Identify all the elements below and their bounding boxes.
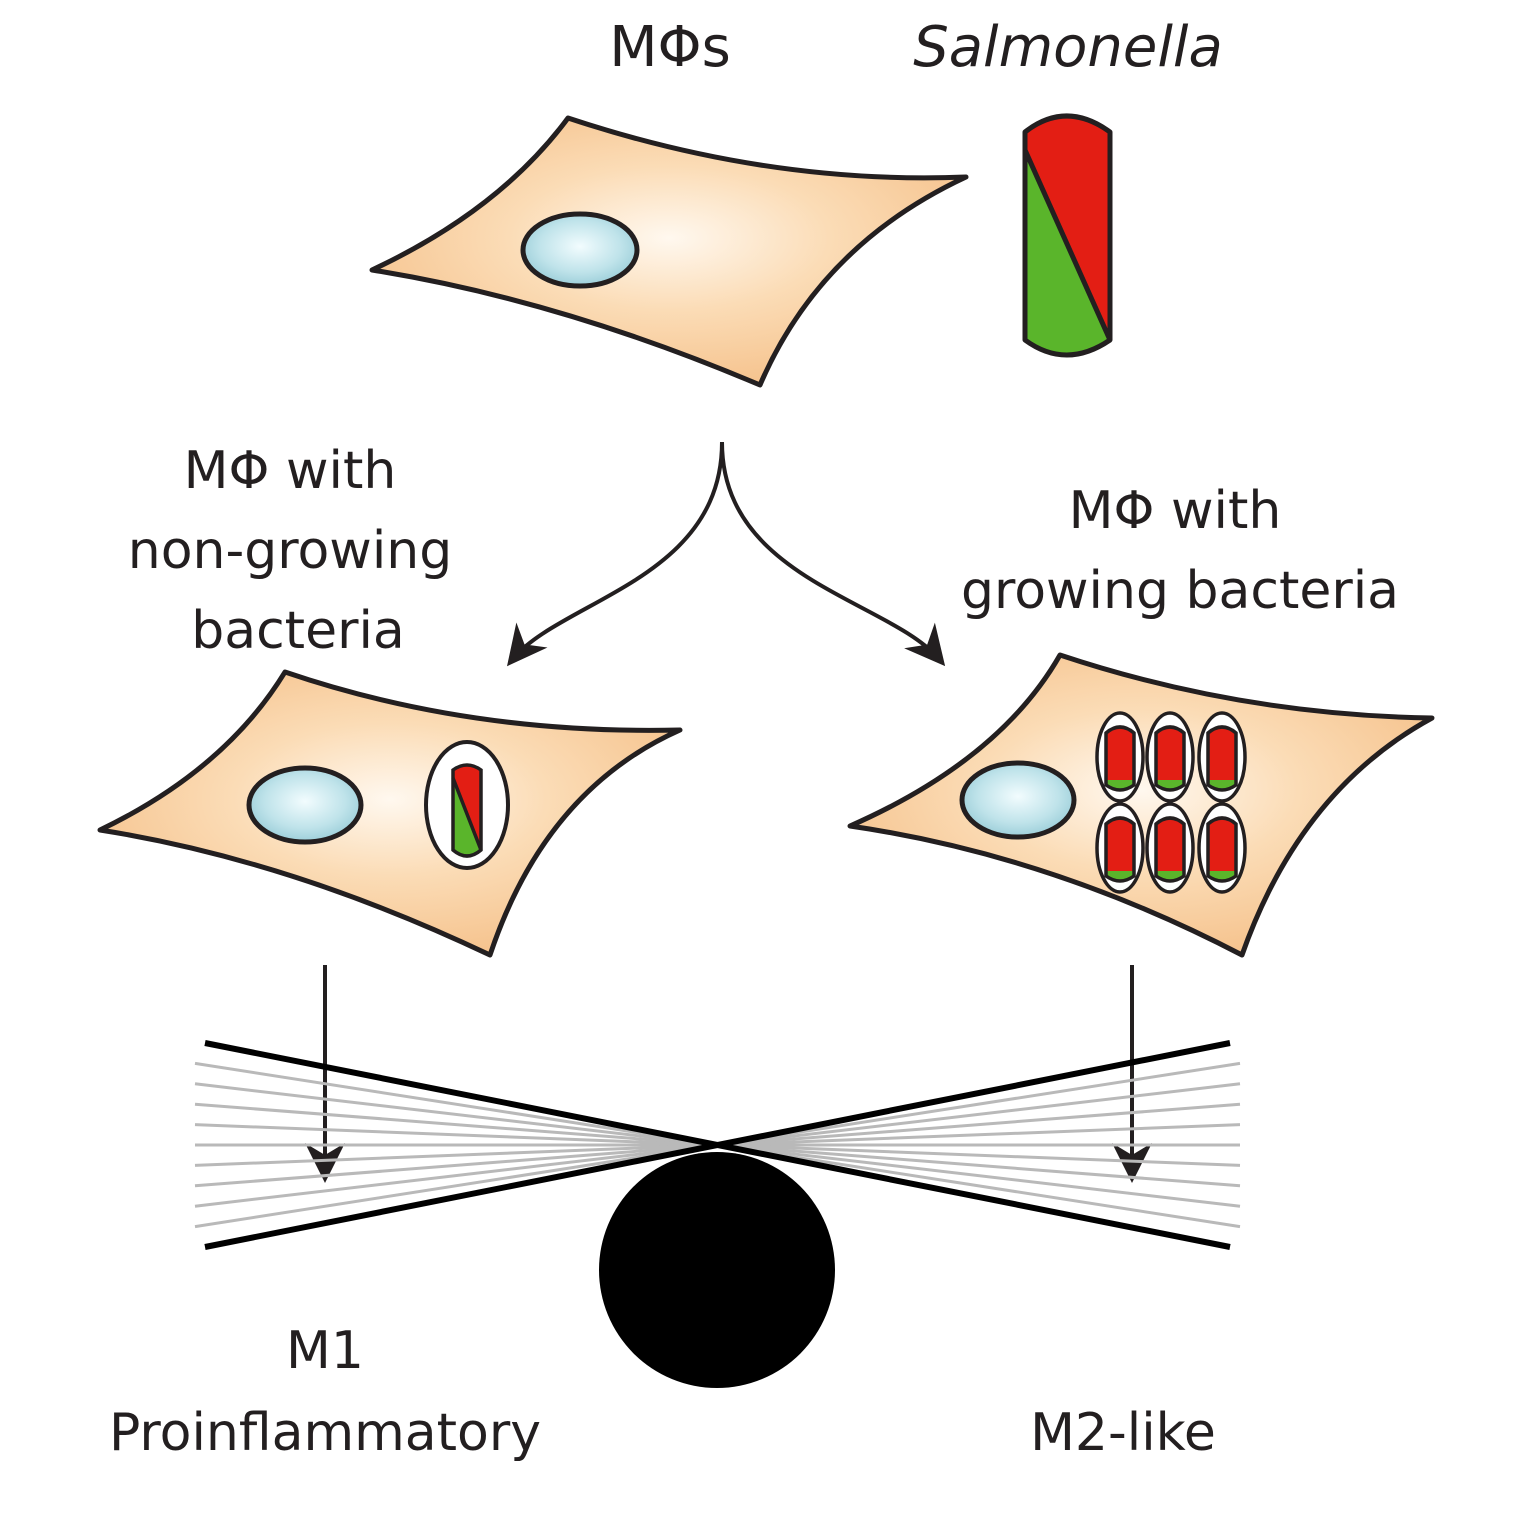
nongrowing-label-line1: MΦ with <box>184 441 397 501</box>
fan-line-left <box>194 1143 718 1167</box>
vacuole-with-bacterium <box>1197 802 1247 894</box>
salmonella-label: Salmonella <box>913 15 1223 80</box>
fan-line-right <box>716 1143 1241 1188</box>
nongrowing-label: MΦ with non-growing bacteria <box>128 441 453 661</box>
growing-bacteria-cluster <box>1095 711 1247 894</box>
fan-line-right <box>716 1061 1241 1147</box>
fan-line-left <box>194 1082 718 1147</box>
macrophages-label: MΦs <box>609 15 731 80</box>
vacuole-with-bacterium <box>1197 711 1247 803</box>
fan-line-left <box>194 1143 718 1188</box>
macrophage-cell-icon <box>97 669 683 958</box>
vacuole-with-bacterium <box>1095 711 1145 803</box>
nongrowing-label-line2: non-growing <box>128 521 453 581</box>
macrophage-cell-icon <box>369 115 969 388</box>
fan-line-left <box>194 1061 718 1147</box>
fan-line-right <box>716 1143 1241 1229</box>
seesaw-icon <box>194 1040 1241 1388</box>
nucleus-icon <box>246 765 364 845</box>
branch-arrows <box>506 441 946 667</box>
m1-description: Proinflammatory <box>109 1403 541 1463</box>
macrophage-cell-icon <box>847 652 1435 958</box>
fan-line-left <box>194 1143 718 1229</box>
m2-label: M2-like <box>1030 1403 1216 1463</box>
rod-bacterium-icon <box>1022 113 1113 358</box>
vacuole-with-bacterium <box>1145 711 1195 803</box>
fan-lines <box>194 1061 1241 1229</box>
macrophage-cell-nongrowing <box>97 669 683 958</box>
m1-label: M1 <box>286 1321 364 1381</box>
macrophage-cell-growing <box>847 652 1435 958</box>
balance-beam-right-tilted <box>204 1040 1231 1250</box>
fan-line-left <box>194 1123 718 1147</box>
fulcrum-icon <box>599 1152 835 1388</box>
fan-line-right <box>716 1143 1241 1167</box>
vacuole-with-bacterium <box>1095 802 1145 894</box>
fan-line-left <box>194 1102 718 1147</box>
nucleus-icon <box>520 211 640 289</box>
macrophage-cell-top <box>369 115 969 388</box>
vacuole-with-bacterium <box>1145 802 1195 894</box>
nongrowing-label-line3: bacteria <box>191 601 405 661</box>
fan-line-right <box>716 1082 1241 1147</box>
fan-line-left <box>194 1143 718 1208</box>
fan-line-right <box>716 1123 1241 1147</box>
growing-label-line2: growing bacteria <box>961 561 1399 621</box>
nucleus-icon <box>959 760 1077 840</box>
fan-line-right <box>716 1102 1241 1147</box>
arrow-to-growing <box>720 441 946 667</box>
vacuole-with-bacterium <box>424 740 510 870</box>
arrow-to-nongrowing <box>506 441 724 667</box>
growing-label: MΦ with growing bacteria <box>961 481 1399 621</box>
fan-line-right <box>716 1143 1241 1208</box>
growing-label-line1: MΦ with <box>1069 481 1282 541</box>
